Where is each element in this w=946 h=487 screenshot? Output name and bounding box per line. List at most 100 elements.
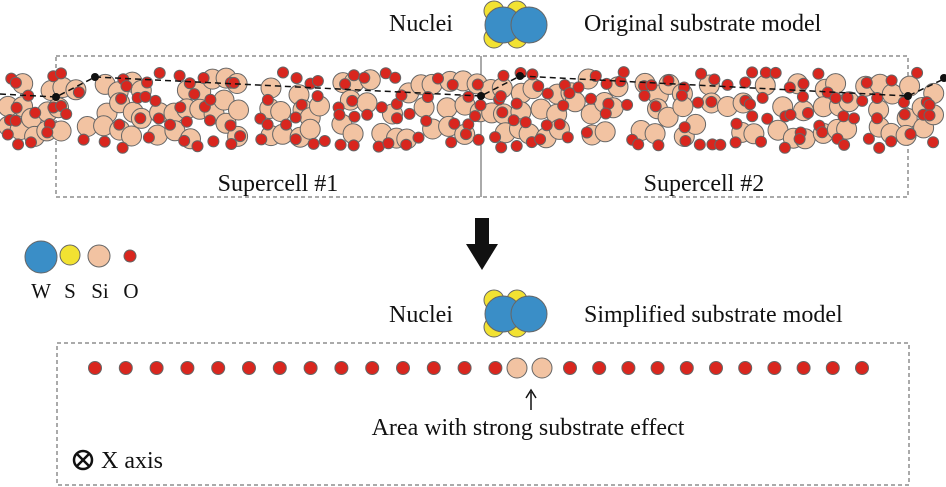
o-atom (873, 141, 886, 154)
si-atom (506, 357, 528, 379)
legend-s-label: S (64, 279, 76, 303)
o-atom (116, 141, 129, 154)
o-atom (471, 78, 484, 91)
o-atom (234, 130, 247, 143)
si-atom (299, 118, 321, 140)
o-atom (347, 139, 360, 152)
o-atom (178, 134, 191, 147)
legend-si-swatch (87, 244, 111, 268)
o-atom (139, 90, 152, 103)
o-atom (621, 98, 634, 111)
o-atom (448, 117, 461, 130)
o-atom (557, 99, 570, 112)
si-atom (436, 97, 458, 119)
o-atom (746, 66, 759, 79)
o-atom (289, 111, 302, 124)
o-atom (708, 73, 721, 86)
o-atom (652, 139, 665, 152)
o-atom (462, 90, 475, 103)
o-atom (339, 78, 352, 91)
o-atom (446, 78, 459, 91)
o-atom (255, 133, 268, 146)
o-atom (396, 361, 410, 375)
o-atom (563, 361, 577, 375)
o-atom (744, 98, 756, 111)
o-atom (778, 141, 791, 154)
o-atom (638, 89, 651, 102)
o-atom (923, 109, 936, 122)
o-atom (679, 135, 692, 147)
o-atom (365, 361, 380, 375)
o-atom (709, 361, 723, 375)
o-atom (563, 87, 576, 100)
profile-point (940, 74, 946, 82)
o-atom (191, 140, 204, 153)
o-atom (77, 133, 90, 146)
o-atom (403, 107, 416, 120)
o-atom (911, 66, 924, 79)
o-atom (739, 76, 752, 89)
o-atom (60, 108, 73, 120)
o-atom (183, 77, 196, 90)
o-atom (318, 135, 331, 147)
o-atom (885, 135, 898, 148)
o-atom (474, 99, 487, 112)
strong-effect-annotation: Area with strong substrate effect (372, 415, 685, 441)
o-atom (860, 76, 873, 89)
o-atom (649, 100, 662, 113)
supercell-1-label: Supercell #1 (218, 171, 339, 197)
o-atom (204, 93, 217, 106)
legend-si-label: Si (91, 279, 109, 303)
o-atom (695, 67, 708, 80)
o-atom (469, 110, 482, 123)
profile-point (516, 72, 524, 80)
o-atom (348, 110, 361, 123)
o-atom (149, 94, 162, 107)
o-atom (730, 117, 743, 130)
o-atom (118, 361, 133, 375)
o-atom (152, 112, 165, 125)
legend-o-swatch (123, 249, 137, 263)
o-atom (856, 94, 869, 107)
o-atom (382, 137, 395, 150)
o-atom (375, 101, 388, 114)
o-atom (113, 118, 126, 131)
circled-times-icon (72, 449, 94, 471)
o-atom (173, 69, 186, 82)
o-atom (816, 126, 829, 139)
o-atom (426, 361, 441, 375)
o-atom (391, 112, 403, 125)
o-atom (311, 75, 324, 87)
nuclei-cluster-bottom (483, 289, 548, 338)
o-atom (261, 93, 274, 106)
o-atom (519, 116, 532, 129)
nuclei-label-top: Nuclei (389, 11, 453, 37)
surface-profile-points (52, 72, 946, 101)
o-atom (347, 69, 360, 82)
si-atom (594, 121, 616, 143)
o-atom (115, 92, 128, 105)
o-atom (923, 99, 936, 111)
nuclei-cluster-top (483, 0, 548, 49)
simplified-substrate-atoms (88, 357, 869, 379)
o-atom (141, 76, 154, 89)
o-atom (767, 361, 782, 375)
o-atom (540, 119, 553, 132)
o-atom (632, 138, 645, 151)
o-atom (561, 131, 574, 144)
o-atom (812, 67, 825, 80)
supercell-label-bg (200, 168, 360, 196)
x-axis-label: X axis (101, 448, 163, 474)
o-atom (134, 112, 147, 125)
o-atom (589, 70, 602, 82)
o-atom (333, 108, 346, 121)
o-atom (802, 107, 814, 119)
o-atom (12, 138, 25, 151)
o-atom (457, 361, 472, 375)
o-atom (825, 361, 840, 375)
o-atom (796, 90, 809, 103)
o-atom (488, 361, 503, 375)
o-atom (599, 107, 612, 120)
w-atom (510, 295, 548, 333)
